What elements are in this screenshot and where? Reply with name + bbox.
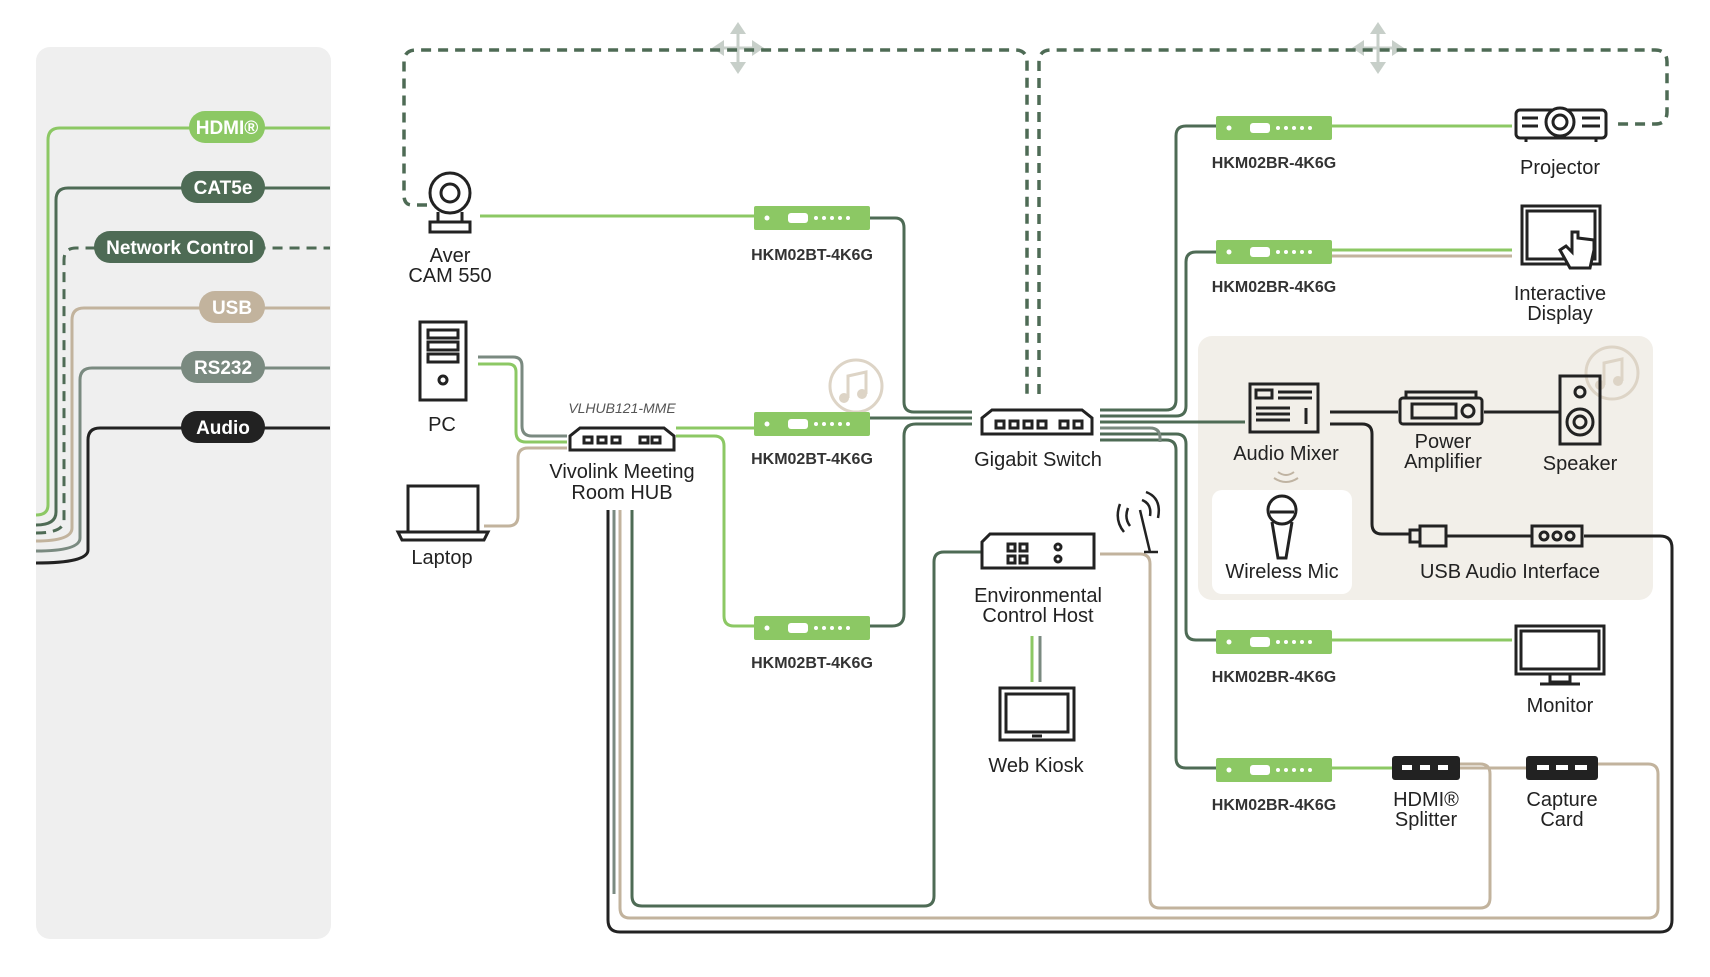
diagram-label: Aver (430, 245, 471, 267)
hub-icon (568, 426, 676, 452)
power-amplifier-icon (1398, 390, 1484, 426)
diagram-label: HKM02BT-4K6G (751, 247, 873, 264)
diagram-label: HKM02BR-4K6G (1212, 155, 1336, 172)
diagram-label: Audio Mixer (1233, 443, 1339, 465)
tx-module-2 (754, 412, 870, 436)
usb-connector-icon (1408, 524, 1448, 548)
diagram-label: HKM02BR-4K6G (1212, 279, 1336, 296)
speaker-icon (1558, 374, 1602, 446)
projector-icon (1514, 106, 1608, 142)
diagram-label: Interactive (1514, 283, 1606, 305)
antenna-icon (1116, 490, 1160, 554)
move-arrows-icon (710, 20, 766, 76)
diagram-label: USB Audio Interface (1420, 561, 1600, 583)
diagram-label: Network Control (106, 238, 254, 259)
wireless-waves-icon (1273, 471, 1299, 483)
usb-audio-interface-icon (1530, 524, 1584, 548)
legend-hdmi: HDMI® (189, 111, 265, 143)
rx-module-4 (1216, 758, 1332, 782)
pc-icon (418, 320, 468, 402)
diagram-label: Environmental (974, 585, 1102, 607)
diagram-label: Vivolink Meeting (549, 461, 694, 483)
diagram-label: Display (1527, 303, 1593, 325)
rx-module-3 (1216, 630, 1332, 654)
diagram-label: HDMI® (1393, 789, 1459, 811)
tx-module-3 (754, 616, 870, 640)
rx-module-1 (1216, 116, 1332, 140)
diagram-label: Splitter (1395, 809, 1458, 831)
diagram-label: Audio (196, 418, 250, 439)
diagram-label: USB (212, 298, 252, 319)
camera-icon (428, 171, 472, 234)
diagram-label: Control Host (982, 605, 1094, 627)
legend-audio: Audio (181, 411, 265, 443)
gigabit-switch-icon (980, 408, 1094, 436)
interactive-display-icon (1520, 204, 1602, 270)
diagram-label: Speaker (1543, 453, 1618, 475)
diagram-label: Web Kiosk (988, 755, 1084, 777)
diagram-label: Projector (1520, 157, 1600, 179)
diagram-label: Gigabit Switch (974, 449, 1102, 471)
diagram-label: HDMI® (196, 118, 259, 139)
rx-module-2 (1216, 240, 1332, 264)
diagram-label: CAT5e (194, 178, 253, 199)
web-kiosk-icon (998, 686, 1076, 742)
diagram-label: PC (428, 414, 456, 436)
diagram-label: Card (1540, 809, 1583, 831)
audio-mixer-icon (1248, 382, 1320, 434)
legend-rs232: RS232 (181, 351, 265, 383)
legend-usb: USB (199, 291, 265, 323)
diagram-label: HKM02BT-4K6G (751, 655, 873, 672)
legend-cat5e: CAT5e (181, 171, 265, 203)
diagram-label: CAM 550 (408, 265, 491, 287)
capture-card-icon (1526, 756, 1598, 780)
diagram-label: Power (1415, 431, 1472, 453)
wireless-mic-card (1212, 490, 1352, 594)
diagram-label: Room HUB (571, 482, 672, 504)
diagram-label: Monitor (1527, 695, 1594, 717)
diagram-label: VLHUB121-MME (568, 400, 676, 416)
legend-panel (36, 47, 331, 939)
diagram-label: HKM02BT-4K6G (751, 451, 873, 468)
diagram-label: Capture (1526, 789, 1597, 811)
diagram-label: Laptop (411, 547, 472, 569)
diagram-label: RS232 (194, 358, 252, 379)
legend-network-control: Network Control (94, 231, 265, 263)
move-arrows-icon (1350, 20, 1406, 76)
environmental-host-icon (980, 532, 1096, 570)
music-note-icon (828, 358, 884, 414)
diagram-label: Wireless Mic (1225, 561, 1338, 583)
wireless-mic-icon (1266, 494, 1298, 560)
monitor-icon (1514, 624, 1606, 686)
diagram-label: HKM02BR-4K6G (1212, 669, 1336, 686)
hdmi-splitter-icon (1392, 756, 1460, 780)
diagram-label: HKM02BR-4K6G (1212, 797, 1336, 814)
laptop-icon (395, 484, 491, 542)
diagram-label: Amplifier (1404, 451, 1482, 473)
tx-module-1 (754, 206, 870, 230)
